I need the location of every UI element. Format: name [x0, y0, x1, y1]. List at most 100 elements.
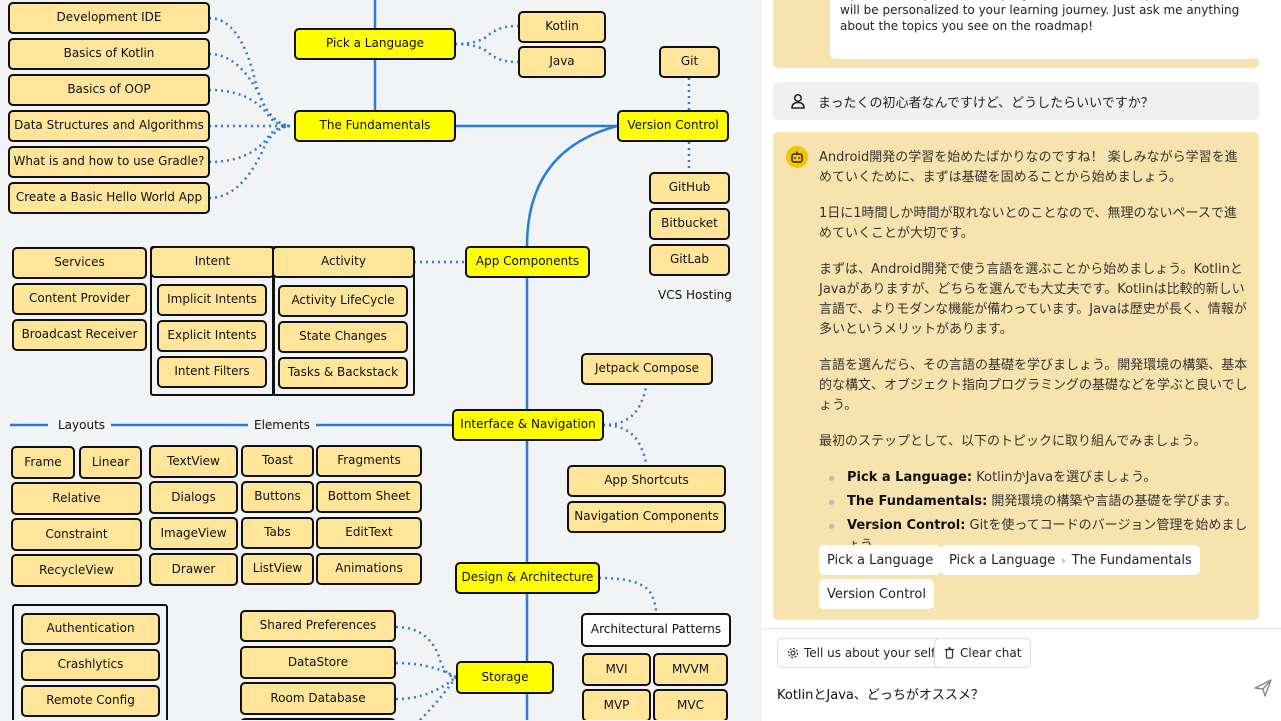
node-dialogs[interactable]: Dialogs [149, 481, 238, 514]
user-icon [791, 93, 805, 109]
node-basics-of-kotlin[interactable]: Basics of Kotlin [8, 38, 210, 70]
ai-response-text: Android開発の学習を始めたばかりなのですね！ 楽しみながら学習を進めていく… [819, 148, 1249, 560]
clear-chat-button[interactable]: Clear chat [934, 638, 1032, 668]
node-mvi[interactable]: MVI [582, 653, 651, 686]
node-data-structures[interactable]: Data Structures and Algorithms [8, 110, 210, 142]
node-implicit-intents[interactable]: Implicit Intents [157, 284, 267, 316]
label-elements: Elements [248, 418, 316, 432]
tip-message: Tip: I can see your current progress on … [830, 0, 1268, 59]
node-constraint[interactable]: Constraint [11, 518, 142, 551]
topic-term: The Fundamentals: [847, 494, 988, 509]
node-room-database[interactable]: Room Database [240, 682, 396, 715]
trash-icon [945, 647, 954, 659]
node-hello-world-app[interactable]: Create a Basic Hello World App [8, 182, 210, 214]
node-frame[interactable]: Frame [11, 446, 75, 479]
chip-label: Pick a Language [827, 552, 934, 568]
node-tabs[interactable]: Tabs [241, 517, 314, 549]
topic-desc: 開発環境の構築や言語の基礎を学びます。 [987, 494, 1238, 509]
node-mvc[interactable]: MVC [653, 689, 728, 720]
node-mvvm[interactable]: MVVM [653, 653, 728, 686]
chip-version-control[interactable]: Version Control [819, 579, 934, 609]
node-fragments[interactable]: Fragments [316, 445, 422, 477]
node-relative[interactable]: Relative [11, 482, 142, 515]
firebase-group [12, 604, 168, 720]
node-imageview[interactable]: ImageView [149, 517, 238, 550]
robot-icon [786, 146, 808, 168]
node-state-changes[interactable]: State Changes [278, 321, 408, 353]
node-github[interactable]: GitHub [649, 172, 730, 204]
node-services[interactable]: Services [12, 247, 147, 279]
node-kotlin[interactable]: Kotlin [518, 11, 606, 43]
node-content-provider[interactable]: Content Provider [12, 283, 147, 315]
node-edittext[interactable]: EditText [316, 517, 422, 549]
node-activity[interactable]: Activity [272, 246, 415, 278]
node-tasks-backstack[interactable]: Tasks & Backstack [278, 357, 408, 389]
node-git[interactable]: Git [659, 46, 720, 78]
node-drawer[interactable]: Drawer [149, 553, 238, 586]
node-gitlab[interactable]: GitLab [649, 244, 730, 276]
node-mvp[interactable]: MVP [582, 689, 651, 720]
node-storage-partial[interactable] [240, 718, 396, 720]
node-shared-preferences[interactable]: Shared Preferences [240, 610, 396, 642]
node-the-fundamentals[interactable]: The Fundamentals [294, 110, 456, 142]
node-jetpack-compose[interactable]: Jetpack Compose [581, 353, 713, 385]
node-java[interactable]: Java [518, 46, 606, 78]
gear-icon [787, 647, 799, 659]
button-label: Tell us about your self [804, 646, 936, 660]
ai-paragraph: Android開発の学習を始めたばかりなのですね！ 楽しみながら学習を進めていく… [819, 150, 1238, 185]
chip-label: Version Control [827, 586, 926, 602]
node-storage[interactable]: Storage [456, 661, 554, 694]
node-buttons[interactable]: Buttons [241, 481, 314, 513]
chat-composer: Tell us about your self Clear chat [762, 628, 1281, 721]
node-intent-filters[interactable]: Intent Filters [157, 356, 267, 388]
node-intent[interactable]: Intent [150, 246, 275, 278]
tip-message-card: Tip: I can see your current progress on … [773, 0, 1268, 68]
node-architectural-patterns[interactable]: Architectural Patterns [581, 613, 731, 647]
node-bitbucket[interactable]: Bitbucket [649, 208, 730, 240]
node-interface-navigation[interactable]: Interface & Navigation [452, 409, 604, 441]
node-activity-lifecycle[interactable]: Activity LifeCycle [278, 285, 408, 317]
node-pick-a-language[interactable]: Pick a Language [294, 28, 456, 60]
node-development-ide[interactable]: Development IDE [8, 2, 210, 34]
node-version-control[interactable]: Version Control [617, 110, 729, 142]
node-textview[interactable]: TextView [149, 445, 238, 478]
topic-term: Version Control: [847, 518, 966, 533]
node-listview[interactable]: ListView [241, 553, 314, 585]
node-bottom-sheet[interactable]: Bottom Sheet [316, 481, 422, 513]
node-crashlytics[interactable]: Crashlytics [21, 649, 160, 681]
node-animations[interactable]: Animations [316, 553, 422, 585]
ai-paragraph: 1日に1時間しか時間が取れないとのことなので、無理のないペースで進めていくことが… [819, 206, 1237, 241]
node-datastore[interactable]: DataStore [240, 646, 396, 679]
node-navigation-components[interactable]: Navigation Components [567, 501, 726, 533]
node-app-shortcuts[interactable]: App Shortcuts [567, 465, 726, 497]
chip-path-pick-language-fundamentals[interactable]: Pick a Language › The Fundamentals [941, 545, 1200, 575]
label-vcs-hosting: VCS Hosting [658, 288, 732, 302]
roadmap-connectors [10, 0, 691, 720]
node-design-architecture[interactable]: Design & Architecture [455, 562, 600, 594]
ai-paragraph: まずは、Android開発で使う言語を選ぶことから始めましょう。KotlinとJ… [819, 262, 1247, 337]
node-app-components[interactable]: App Components [465, 246, 590, 278]
chat-message-input[interactable] [777, 683, 1237, 703]
chevron-right-icon: › [1061, 553, 1066, 567]
ai-paragraph: 言語を選んだら、その言語の基礎を学びましょう。開発環境の構築、基本的な構文、オブ… [819, 358, 1248, 413]
node-authentication[interactable]: Authentication [21, 613, 160, 645]
user-message: まったくの初心者なんですけど、どうしたらいいですか？ [773, 82, 1259, 120]
node-remote-config[interactable]: Remote Config [21, 685, 160, 717]
tip-text: Tip: I can see your current progress on … [840, 0, 1240, 33]
node-toast[interactable]: Toast [241, 445, 314, 477]
user-message-text: まったくの初心者なんですけど、どうしたらいいですか？ [818, 96, 1154, 111]
label-layouts: Layouts [52, 418, 112, 432]
topic-term: Pick a Language: [847, 470, 973, 485]
node-broadcast-receiver[interactable]: Broadcast Receiver [12, 319, 147, 351]
roadmap-canvas: Development IDE Basics of Kotlin Basics … [8, 0, 732, 720]
tell-about-self-button[interactable]: Tell us about your self [777, 638, 946, 668]
ai-paragraph: 最初のステップとして、以下のトピックに取り組んでみましょう。 [819, 434, 1207, 449]
node-linear[interactable]: Linear [79, 446, 142, 479]
node-gradle[interactable]: What is and how to use Gradle? [8, 146, 210, 178]
chip-pick-a-language[interactable]: Pick a Language [819, 545, 942, 575]
node-basics-of-oop[interactable]: Basics of OOP [8, 74, 210, 106]
node-explicit-intents[interactable]: Explicit Intents [157, 320, 267, 352]
send-icon[interactable] [1252, 677, 1274, 699]
node-recycleview[interactable]: RecycleView [11, 554, 142, 587]
ai-topic-list: Pick a Language: KotlinかJavaを選びましょう。 The… [819, 468, 1249, 556]
